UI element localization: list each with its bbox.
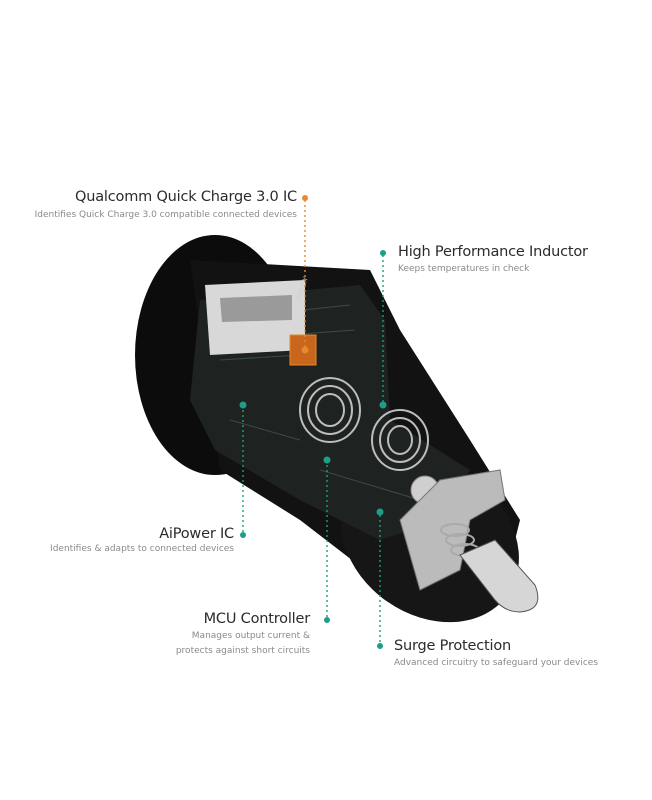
inductor-coils [299,377,429,471]
mcu-desc-line1: Manages output current & [191,631,310,641]
qualcomm-title: Qualcomm Quick Charge 3.0 IC [75,189,297,205]
inductor-desc: Keeps temperatures in check [398,264,530,274]
usb-port: AUKEY [205,276,310,355]
aipower-title: AiPower IC [159,526,234,542]
surge-title: Surge Protection [394,638,511,654]
inductor-title: High Performance Inductor [398,244,588,260]
mcu-title: MCU Controller [203,611,311,627]
surge-desc: Advanced circuitry to safeguard your dev… [394,658,599,668]
aipower-desc: Identifies & adapts to connected devices [50,544,234,554]
qualcomm-desc: Identifies Quick Charge 3.0 compatible c… [34,210,297,220]
callout-dots [239,195,387,649]
side-clip [399,469,506,591]
mcu-desc-line2: protects against short circuits [175,646,310,656]
contact-tip [459,539,539,613]
